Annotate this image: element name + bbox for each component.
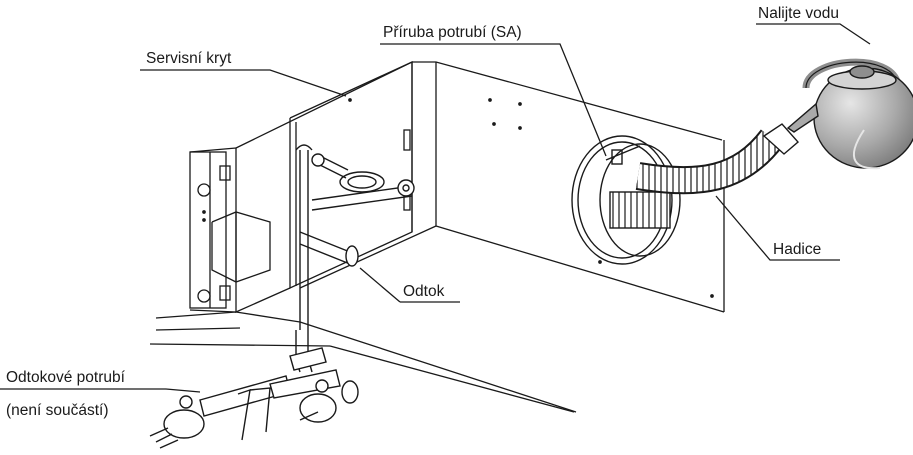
hose-label: Hadice	[773, 241, 822, 258]
service-cover-label: Servisní kryt	[146, 50, 232, 67]
duct-flange-label: Příruba potrubí (SA)	[383, 24, 522, 41]
drain-pipe-label: Odtokové potrubí	[6, 369, 125, 386]
not-included-label: (není součástí)	[6, 402, 109, 419]
unit-housing	[149, 60, 725, 413]
kettle-icon	[786, 58, 913, 170]
pour-water-label: Nalijte vodu	[758, 5, 839, 22]
corrugated-hose-icon	[635, 123, 799, 195]
leader-lines	[0, 23, 871, 393]
duct-flange	[571, 135, 681, 265]
drain-label: Odtok	[403, 283, 445, 300]
drain-piping	[149, 144, 415, 449]
